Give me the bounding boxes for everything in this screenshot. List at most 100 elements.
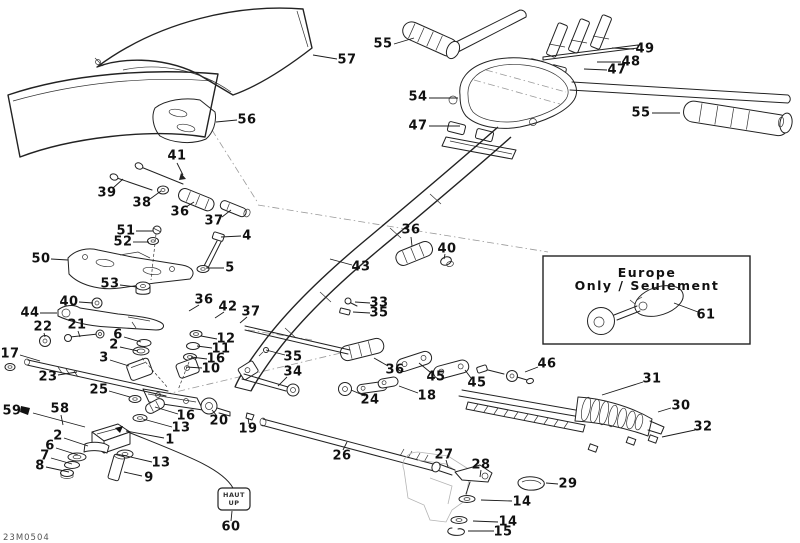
mirror-drawing	[587, 285, 684, 335]
leader-line-58	[60, 414, 64, 426]
part-label-7: 7	[40, 449, 50, 464]
leader-line-42	[214, 311, 225, 319]
part-label-31: 31	[642, 372, 661, 387]
part-label-18: 18	[417, 389, 436, 404]
part-label-16: 16	[206, 352, 225, 367]
part-label-40: 40	[437, 242, 456, 257]
part-label-56: 56	[237, 113, 256, 128]
steering-arm-drawing	[39, 297, 164, 347]
part-label-28: 28	[471, 458, 490, 473]
europe-box-title-line2: Only / Seulement	[575, 278, 720, 293]
leader-line-55	[393, 37, 415, 45]
part-label-13: 13	[151, 456, 170, 471]
part-label-36: 36	[194, 293, 213, 308]
leader-line-29	[545, 482, 559, 485]
part-label-14: 14	[498, 515, 517, 530]
part-label-16: 16	[176, 409, 195, 424]
leader-line-61	[673, 302, 699, 313]
leader-line-13	[121, 454, 153, 463]
part-label-35: 35	[283, 350, 302, 365]
part-label-50: 50	[31, 252, 50, 267]
part-label-52: 52	[113, 235, 132, 250]
part-label-9: 9	[144, 471, 154, 486]
bushing-stacks-drawing	[126, 330, 203, 391]
orientation-box: HAUT UP	[217, 487, 251, 511]
leader-line-16	[154, 406, 179, 415]
leader-line-14	[472, 520, 499, 523]
stop-rod-drawing	[244, 297, 358, 357]
leader-line-30	[657, 407, 672, 413]
handlebar-straps	[546, 14, 612, 58]
part-label-47: 47	[607, 63, 626, 78]
orientation-box-line1: HAUT	[223, 491, 245, 499]
part-label-6: 6	[45, 439, 55, 454]
part-label-21: 21	[67, 318, 86, 333]
leader-line-45	[464, 369, 472, 379]
leader-line-1	[125, 430, 165, 439]
part-label-8: 8	[35, 459, 45, 474]
leader-line-49	[611, 47, 635, 50]
leader-line-37	[221, 209, 232, 218]
leader-line-22	[43, 332, 46, 338]
leader-line-25	[108, 390, 131, 398]
part-label-11: 11	[211, 342, 230, 357]
ski-leg-drawing	[402, 451, 545, 536]
part-label-35: 35	[369, 306, 388, 321]
part-label-23: 23	[38, 370, 57, 385]
part-label-45: 45	[426, 370, 445, 385]
part-label-40: 40	[59, 295, 78, 310]
part-label-6: 6	[113, 328, 123, 343]
leader-line-43	[329, 258, 353, 266]
part-label-14: 14	[512, 495, 531, 510]
leader-line-2	[63, 437, 89, 447]
part-label-1: 1	[165, 433, 175, 448]
leader-line-37	[239, 316, 248, 324]
linkage-drawing	[237, 350, 534, 397]
leader-line-32	[661, 429, 696, 438]
part-label-32: 32	[693, 420, 712, 435]
part-label-38: 38	[132, 196, 151, 211]
part-label-49: 49	[635, 42, 654, 57]
part-label-26: 26	[332, 449, 351, 464]
part-label-45: 45	[467, 376, 486, 391]
part-label-10: 10	[201, 362, 220, 377]
part-label-4: 4	[242, 229, 252, 244]
part-label-30: 30	[671, 399, 690, 414]
part-label-15: 15	[493, 525, 512, 540]
leader-line-8	[45, 466, 70, 473]
leader-line-40	[443, 253, 446, 260]
part-label-37: 37	[241, 305, 260, 320]
part-label-59: 59	[2, 404, 21, 419]
part-label-27: 27	[434, 448, 453, 463]
orientation-box-line2: UP	[228, 499, 239, 507]
part-label-42: 42	[218, 300, 237, 315]
leader-line-31	[601, 381, 644, 396]
part-label-20: 20	[209, 414, 228, 429]
part-label-36: 36	[170, 205, 189, 220]
tie-rod-23-drawing	[4, 358, 169, 403]
part-label-34: 34	[283, 365, 302, 380]
leader-line-53	[119, 284, 138, 288]
leader-line-10	[185, 366, 203, 369]
part-label-2: 2	[53, 429, 63, 444]
leader-line-26	[342, 441, 348, 451]
leader-line-3	[109, 359, 130, 367]
part-label-41: 41	[167, 149, 186, 164]
leader-line-34	[277, 376, 288, 387]
part-label-2: 2	[109, 338, 119, 353]
part-label-58: 58	[50, 402, 69, 417]
europe-only-box: Europe Only / Seulement	[542, 255, 751, 345]
upper-bolt-row-drawing	[109, 162, 251, 218]
tie-rod-26-drawing	[116, 397, 438, 472]
leader-line-14	[480, 499, 513, 502]
leader-line-21	[77, 330, 81, 338]
leader-line-60	[230, 510, 233, 522]
leader-line-36	[185, 201, 195, 208]
leader-line-19	[247, 417, 250, 425]
part-label-55: 55	[631, 106, 650, 121]
leader-line-46	[524, 366, 539, 373]
leader-line-35	[352, 311, 371, 314]
part-label-36: 36	[401, 223, 420, 238]
leader-line-50	[50, 258, 69, 261]
